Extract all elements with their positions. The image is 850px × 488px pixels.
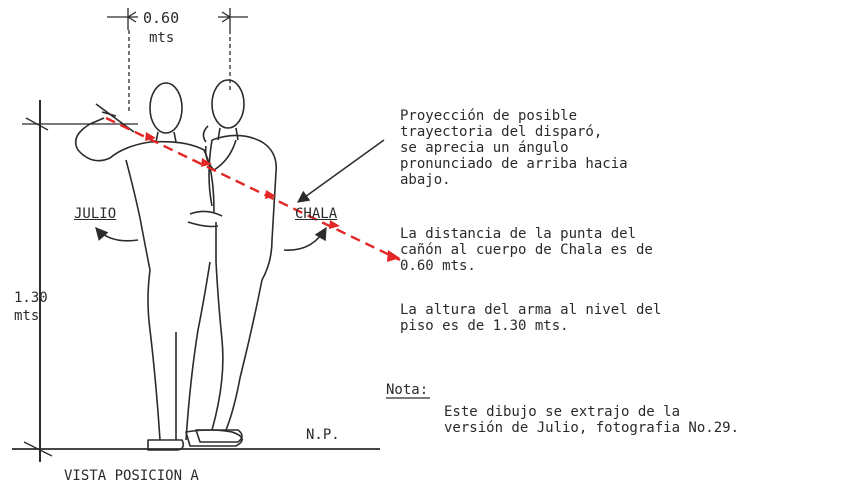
projection-line-2: trayectoria del disparó,: [400, 124, 603, 140]
projection-line-4: pronunciado de arriba hacia: [400, 156, 628, 172]
height-line-2: piso es de 1.30 mts.: [400, 318, 569, 334]
nota-body: Este dibujo se extrajo de la versión de …: [444, 404, 739, 436]
height-note: La altura del arma al nivel del piso es …: [400, 302, 661, 334]
projection-line-1: Proyección de posible: [400, 108, 578, 124]
separation-value: 0.60: [143, 9, 180, 27]
label-floor: N.P.: [306, 427, 340, 443]
projection-line-3: se aprecia un ángulo: [400, 140, 569, 156]
figure-julio: [74, 82, 243, 451]
label-chala: CHALA: [295, 206, 338, 222]
trajectory-line: [105, 116, 401, 262]
projection-line-5: abajo.: [400, 172, 451, 188]
separation-unit: mts: [149, 30, 175, 46]
note-pointer-line: [297, 139, 385, 203]
distance-line-3: 0.60 mts.: [400, 258, 476, 274]
julio-rotation-arrow: [95, 227, 139, 242]
distance-line-2: cañón al cuerpo de Chala es de: [400, 242, 653, 258]
distance-note: La distancia de la punta del cañón al cu…: [400, 226, 653, 274]
height-dimension: [22, 100, 138, 462]
nota-line-1: Este dibujo se extrajo de la: [444, 404, 681, 420]
height-value: 1.30: [14, 290, 48, 306]
separation-dimension: [107, 8, 248, 112]
projection-note: Proyección de posible trayectoria del di…: [400, 108, 628, 188]
distance-line-1: La distancia de la punta del: [400, 226, 637, 242]
view-title: VISTA POSICION A: [64, 468, 199, 484]
figure-chala: [195, 79, 278, 443]
height-line-1: La altura del arma al nivel del: [400, 302, 662, 318]
height-unit: mts: [14, 308, 40, 324]
chala-rotation-arrow: [283, 226, 327, 251]
label-julio: JULIO: [74, 206, 117, 222]
nota-line-2: versión de Julio, fotografia No.29.: [444, 420, 740, 436]
nota-label: Nota:: [386, 382, 429, 398]
